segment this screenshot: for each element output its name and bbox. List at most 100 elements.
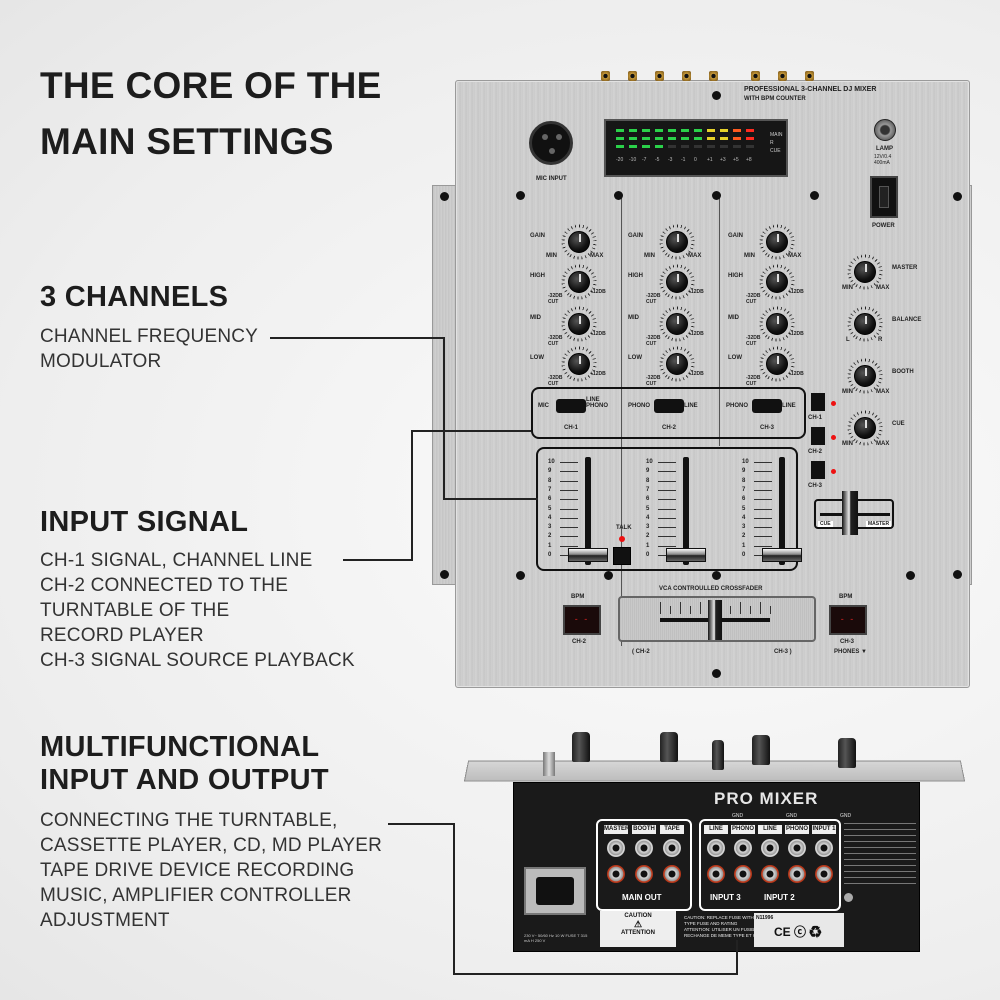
crossfader-tick [680,602,681,614]
talk-button[interactable] [613,547,631,565]
input-jack[interactable] [761,865,779,883]
channel-2-low-knob[interactable] [666,353,688,375]
meter-led [616,145,624,148]
eq-label: MID [530,315,541,321]
input-selector-frame [531,387,806,439]
channel-1-input-switch[interactable] [556,399,586,413]
input-jack[interactable] [815,839,833,857]
cue-knob[interactable] [854,417,876,439]
meter-led [707,137,715,140]
input-jack[interactable] [707,839,725,857]
channel-1-high-knob[interactable] [568,271,590,293]
lamp-spec: 12V/0.4 400mA [874,154,892,166]
boost-label: +12dB [590,331,606,337]
channel-3-input-switch[interactable] [752,399,782,413]
multifunctional-heading: MULTIFUNCTIONAL INPUT AND OUTPUT [40,731,329,797]
bpm-left-label: BPM [571,594,585,600]
out-label: MASTER [604,825,630,834]
channel-3-low-knob[interactable] [766,353,788,375]
rca-connector [601,71,610,81]
crossfader-knob[interactable] [708,600,722,640]
channel-3-mid-knob[interactable] [766,313,788,335]
min-label: MIN [546,253,557,259]
channel-2-input-switch[interactable] [654,399,684,413]
output-jack[interactable] [635,839,653,857]
meter-led [681,129,689,132]
cue-button-ch1[interactable] [811,393,825,411]
fader-scale-label: 6 [646,496,650,503]
master-knob[interactable] [854,261,876,283]
certification-label: N11996 CE ⓒ ♻ [754,913,844,947]
output-jack[interactable] [607,865,625,883]
input-jack[interactable] [788,839,806,857]
fader-tick [560,489,578,491]
input-jack[interactable] [815,865,833,883]
channel-3-high-knob[interactable] [766,271,788,293]
channel-3-gain-knob[interactable] [766,231,788,253]
fader-scale-label: 3 [548,524,552,531]
channels-heading: 3 CHANNELS [40,281,229,313]
cue-button-ch3[interactable] [811,461,825,479]
channel-1-gain-knob[interactable] [568,231,590,253]
fader-tick [560,499,578,501]
fader-tick [658,471,676,473]
channel-1-mid-knob[interactable] [568,313,590,335]
core-heading: THE CORE OF THE MAIN SETTINGS [40,58,382,170]
mic-input-xlr-icon[interactable] [529,121,573,165]
cue-led [831,469,836,474]
crossfader-tick [690,606,691,614]
channel-divider [719,196,720,446]
leader-line [443,498,538,500]
attention-title: ATTENTION [621,930,655,936]
meter-led [733,137,741,140]
output-jack[interactable] [663,839,681,857]
input-signal-heading: INPUT SIGNAL [40,506,249,538]
gnd-label: GND [840,813,852,819]
fader-tick [658,536,676,538]
ce-mark-icon: CE ⓒ ♻ [774,925,822,939]
input-signal-line: CH-3 SIGNAL SOURCE PLAYBACK [40,650,355,671]
channel-1-low-knob[interactable] [568,353,590,375]
fader-tick [754,462,772,463]
cue-button-ch2[interactable] [811,427,825,445]
channel-2-mid-knob[interactable] [666,313,688,335]
lamp-socket-icon[interactable] [874,119,896,141]
input-jack[interactable] [734,839,752,857]
input-signal-description: CH-1 SIGNAL, CHANNEL LINE CH-2 CONNECTED… [40,548,355,673]
boost-label: +12dB [788,331,804,337]
channel-2-gain-knob[interactable] [666,231,688,253]
bpm-left-channel: CH-2 [572,639,587,645]
output-jack[interactable] [607,839,625,857]
input2-label: INPUT 2 [764,893,795,902]
channel-1-fader[interactable] [568,548,608,562]
booth-knob[interactable] [854,365,876,387]
channel-2-high-knob[interactable] [666,271,688,293]
in-label: LINE [758,825,782,834]
output-jack[interactable] [663,865,681,883]
meter-led [668,129,676,132]
in-label: PHONO [731,825,755,834]
balance-knob[interactable] [854,313,876,335]
power-switch[interactable] [870,176,898,218]
input-jack[interactable] [734,865,752,883]
output-jack[interactable] [635,865,653,883]
eq-label: GAIN [728,233,743,239]
channel-fader-frame [536,447,798,571]
cue-mix-right-label: MASTER [866,521,892,527]
fader-tick [658,462,676,463]
input-jack[interactable] [707,865,725,883]
input-jack[interactable] [788,865,806,883]
master-section-label: BALANCE [892,317,922,323]
cue-mix-fader[interactable]: CUE MASTER [814,491,894,535]
input-jack[interactable] [761,839,779,857]
fader-scale-label: 9 [646,468,650,475]
fader-tick [754,489,772,491]
fader-scale-label: 6 [742,496,746,503]
channel-3-fader[interactable] [762,548,802,562]
channel-2-fader[interactable] [666,548,706,562]
fader-scale-label: 10 [548,459,555,465]
fader-tick [754,545,772,547]
top-knob [572,732,590,762]
caution-label: CAUTION ⚠ ATTENTION [600,911,676,947]
